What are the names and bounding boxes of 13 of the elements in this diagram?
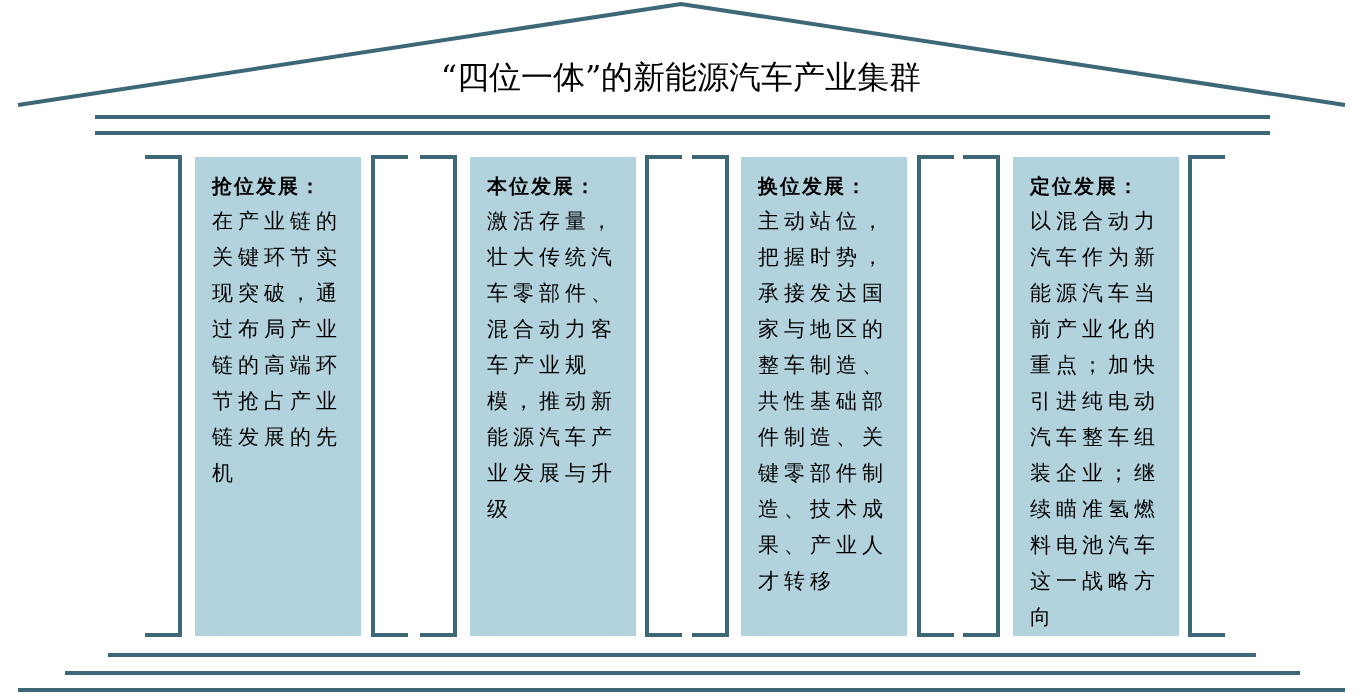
pillar-box [1013,157,1179,636]
title: “四位一体”的新能源汽车产业集群 [439,57,923,98]
pillar-heading: 定位发展： [1030,173,1141,200]
pillar-text: 在产业链的关键环节实现突破，通过布局产业链的高端环节抢占产业链发展的先机 [212,208,343,487]
pillar-box [470,157,636,636]
pillar-text: 激活存量，壮大传统汽车零部件、混合动力客车产业规模，推动新能源汽车产业发展与升级 [487,208,618,523]
pillar-heading: 抢位发展： [212,173,323,200]
pillar-text: 主动站位，把握时势，承接发达国家与地区的整车制造、共性基础部件制造、关键零部件制造、技术成果、产业人才转移 [758,208,889,595]
pillar-heading: 换位发展： [758,173,869,200]
pillar-heading: 本位发展： [487,173,598,200]
pillar-text: 以混合动力汽车作为新能源汽车当前产业化的重点；加快引进纯电动汽车整车组装企业；继续瞄准氢燃料电池汽车这一战略方向 [1030,208,1161,631]
pillar-box [195,157,361,636]
pillar-box [741,157,907,636]
